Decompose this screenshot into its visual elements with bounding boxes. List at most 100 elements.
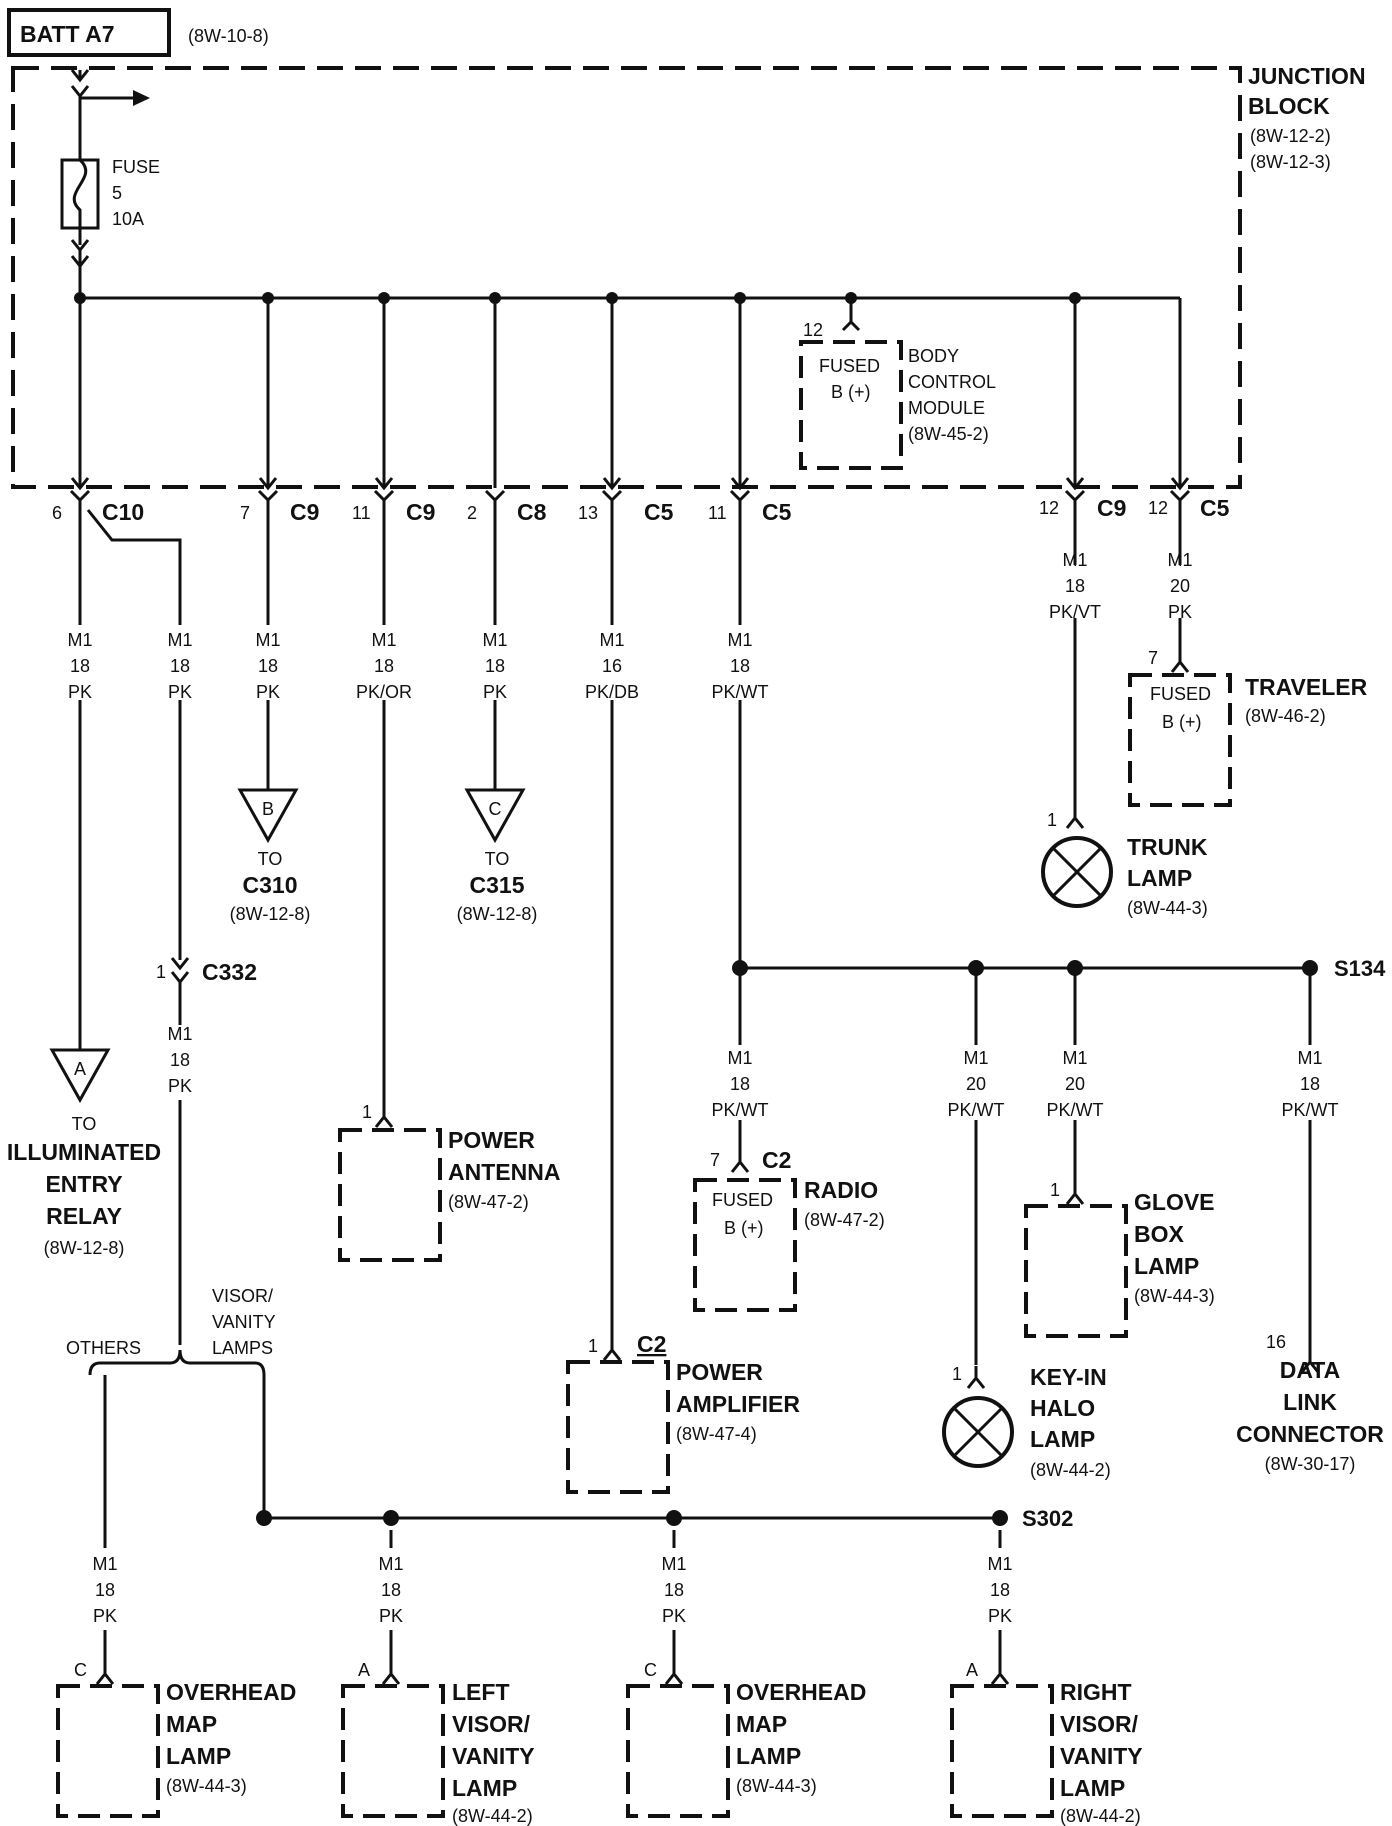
svg-text:18: 18	[170, 656, 190, 676]
svg-text:PK: PK	[988, 1606, 1012, 1626]
connector-c332: 1 C332	[156, 959, 257, 985]
fuse-rating: 10A	[112, 209, 144, 229]
data-link-ref: (8W-30-17)	[1265, 1454, 1356, 1474]
traveler-fused-2: B (+)	[1162, 712, 1202, 732]
bus-bar	[70, 292, 1190, 491]
bcm-name-1: BODY	[908, 346, 959, 366]
svg-text:M1: M1	[1062, 550, 1087, 570]
junction-title-2: BLOCK	[1248, 93, 1330, 119]
batt-a7-source: BATT A7 (8W-10-8)	[7, 8, 269, 57]
offpage-c-to: TO	[485, 849, 510, 869]
wire-label-3: M1 18 PK	[255, 630, 280, 702]
wire-label-15: M1 18 PK	[92, 1554, 117, 1626]
overhead-map-2-ref: (8W-44-3)	[736, 1776, 817, 1796]
glove-box-lamp-name-2: BOX	[1134, 1221, 1185, 1247]
c5a-name: C5	[644, 499, 674, 525]
trunk-lamp: 1 TRUNK LAMP (8W-44-3)	[1041, 804, 1208, 918]
svg-text:M1: M1	[255, 630, 280, 650]
junction-title-1: JUNCTION	[1248, 63, 1366, 89]
overhead-map-lamp-2: C OVERHEAD MAP LAMP (8W-44-3)	[626, 1660, 866, 1818]
svg-text:PK/DB: PK/DB	[585, 682, 639, 702]
bcm-pin: 12	[803, 320, 823, 340]
svg-text:M1: M1	[378, 1554, 403, 1574]
offpage-b-ref: (8W-12-8)	[230, 904, 311, 924]
overhead-map-2-name-1: OVERHEAD	[736, 1679, 866, 1705]
svg-text:20: 20	[1065, 1074, 1085, 1094]
svg-text:18: 18	[485, 656, 505, 676]
svg-text:M1: M1	[1297, 1048, 1322, 1068]
splice-s302-label: S302	[1022, 1506, 1073, 1531]
offpage-c-letter: C	[489, 799, 502, 819]
overhead-map-1-ref: (8W-44-3)	[166, 1776, 247, 1796]
offpage-a-name-2: ENTRY	[45, 1171, 122, 1197]
overhead-map-2-pin: C	[644, 1660, 657, 1680]
c332-name: C332	[202, 959, 257, 985]
c5b-pin: 11	[708, 503, 727, 523]
trunk-lamp-ref: (8W-44-3)	[1127, 898, 1208, 918]
right-visor-name-3: VANITY	[1060, 1743, 1143, 1769]
right-visor-name-4: LAMP	[1060, 1775, 1125, 1801]
wire-label-1: M1 18 PK	[67, 630, 92, 702]
connector-c9-pin12: 12 C9	[1039, 489, 1126, 521]
left-visor-name-1: LEFT	[452, 1679, 510, 1705]
svg-text:PK/WT: PK/WT	[712, 682, 769, 702]
offpage-c-ref: (8W-12-8)	[457, 904, 538, 924]
junction-block: JUNCTION BLOCK (8W-12-2) (8W-12-3)	[11, 63, 1366, 489]
traveler-fused-1: FUSED	[1150, 684, 1211, 704]
offpage-b-c310: B TO C310 (8W-12-8)	[230, 788, 311, 924]
svg-text:M1: M1	[482, 630, 507, 650]
wire-label-12: M1 20 PK/WT	[948, 1048, 1005, 1120]
svg-text:M1: M1	[167, 630, 192, 650]
c10-name: C10	[102, 499, 144, 525]
c5c-name: C5	[1200, 495, 1230, 521]
bcm-name-3: MODULE	[908, 398, 985, 418]
fuse-5: FUSE 5 10A	[60, 69, 160, 298]
radio-name: RADIO	[804, 1177, 878, 1203]
c9a-name: C9	[290, 499, 319, 525]
data-link-connector: 16 DATA LINK CONNECTOR (8W-30-17)	[1236, 1332, 1384, 1474]
c5b-name: C5	[762, 499, 792, 525]
svg-text:PK: PK	[1168, 602, 1192, 622]
trunk-lamp-name-1: TRUNK	[1127, 834, 1208, 860]
batt-ref: (8W-10-8)	[188, 26, 269, 46]
c9a-pin: 7	[240, 503, 250, 523]
svg-text:PK/VT: PK/VT	[1049, 602, 1101, 622]
connector-c10: 6 C10	[52, 489, 144, 525]
wire-label-16: M1 18 PK	[378, 1554, 403, 1626]
right-visor-vanity-lamp: A RIGHT VISOR/ VANITY LAMP (8W-44-2)	[950, 1660, 1143, 1826]
svg-text:PK/WT: PK/WT	[1047, 1100, 1104, 1120]
data-link-name-1: DATA	[1280, 1357, 1340, 1383]
offpage-a-name-1: ILLUMINATED	[7, 1139, 161, 1165]
svg-text:18: 18	[664, 1580, 684, 1600]
overhead-map-2-name-3: LAMP	[736, 1743, 801, 1769]
wire-label-4: M1 18 PK/OR	[356, 630, 412, 702]
svg-text:16: 16	[602, 656, 622, 676]
offpage-c-c315: C TO C315 (8W-12-8)	[457, 788, 538, 924]
svg-text:M1: M1	[67, 630, 92, 650]
wire-label-11: M1 18 PK/WT	[712, 1048, 769, 1120]
svg-text:M1: M1	[371, 630, 396, 650]
offpage-a-illuminated-entry-relay: A TO ILLUMINATED ENTRY RELAY (8W-12-8)	[7, 1048, 161, 1258]
svg-text:PK/WT: PK/WT	[712, 1100, 769, 1120]
c5a-pin: 13	[578, 503, 598, 523]
svg-text:M1: M1	[599, 630, 624, 650]
svg-text:PK: PK	[93, 1606, 117, 1626]
offpage-b-to: TO	[258, 849, 283, 869]
wire-label-13: M1 20 PK/WT	[1047, 1048, 1104, 1120]
overhead-map-2-name-2: MAP	[736, 1711, 787, 1737]
svg-text:18: 18	[1065, 576, 1085, 596]
c5c-pin: 12	[1148, 498, 1168, 518]
wire-label-7: M1 18 PK/WT	[712, 630, 769, 702]
traveler-name: TRAVELER	[1245, 674, 1368, 700]
overhead-map-1-name-1: OVERHEAD	[166, 1679, 296, 1705]
variant-visor-2: VANITY	[212, 1312, 276, 1332]
connector-c9-pin7: 7 C9	[240, 489, 319, 525]
left-visor-name-3: VANITY	[452, 1743, 535, 1769]
c9c-name: C9	[1097, 495, 1126, 521]
trunk-lamp-pin: 1	[1047, 810, 1057, 830]
fuse-label: FUSE	[112, 157, 160, 177]
svg-text:PK/OR: PK/OR	[356, 682, 412, 702]
power-amplifier-ref: (8W-47-4)	[676, 1424, 757, 1444]
bcm-ref: (8W-45-2)	[908, 424, 989, 444]
power-amplifier-name-2: AMPLIFIER	[676, 1391, 800, 1417]
